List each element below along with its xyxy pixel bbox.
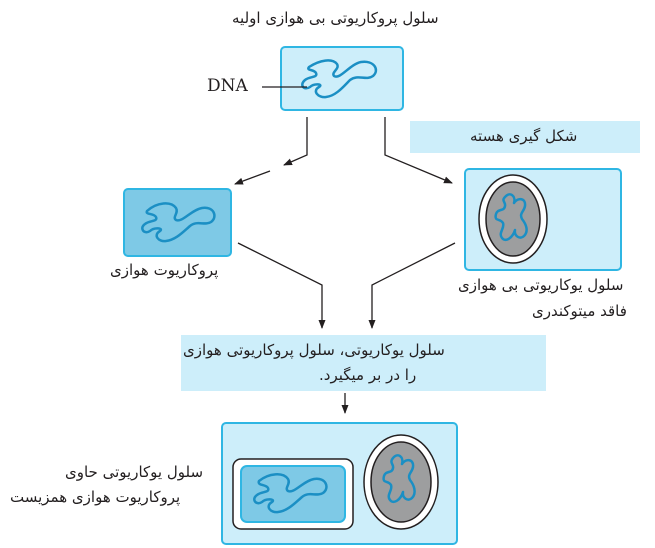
endosymbiont-dna [253,473,328,514]
nucleus-formation-band [410,121,640,153]
aerobic-prokaryote-label: پروکاریوت هوازی [110,261,219,279]
nucleus-dna [494,193,528,242]
arrow-to-split-left [283,117,308,166]
arrow-converge-right [368,242,456,329]
arrow-converge-left [237,242,326,329]
arrow-to-aerobic-prokaryote [234,170,271,185]
primitive-cell [280,46,404,111]
symbiotic-eukaryote-label-line1: سلول یوکاریوتی حاوی [65,463,204,481]
final-nucleus [370,441,432,523]
dna-label: DNA [207,76,248,96]
primitive-anaerobic-prokaryote-label: سلول پروکاریوتی بی هوازی اولیه [232,9,439,27]
anaerobic-eukaryote-label: سلول یوکاریوتی بی هوازی [458,276,624,294]
nucleus [485,181,541,257]
arrow-to-eukaryote [384,117,453,184]
aerobic-prokaryote-cell [123,188,232,257]
engulfment-band [181,335,546,391]
primitive-cell-dna [301,59,378,99]
engulfment-label-line1: سلول یوکاریوتی، سلول پروکاریوتی هوازی [183,341,445,359]
no-mitochondria-label: فاقد میتوکندری [532,302,627,320]
symbiotic-eukaryote-label-line2: پروکاریوت هوازی همزیست [10,488,181,506]
aerobic-prokaryote-dna [141,202,216,243]
nucleus-formation-label: شکل گیری هسته [470,127,578,145]
final-nucleus-dna [382,454,416,504]
engulfment-label-line2: را در بر میگیرد. [319,366,417,384]
